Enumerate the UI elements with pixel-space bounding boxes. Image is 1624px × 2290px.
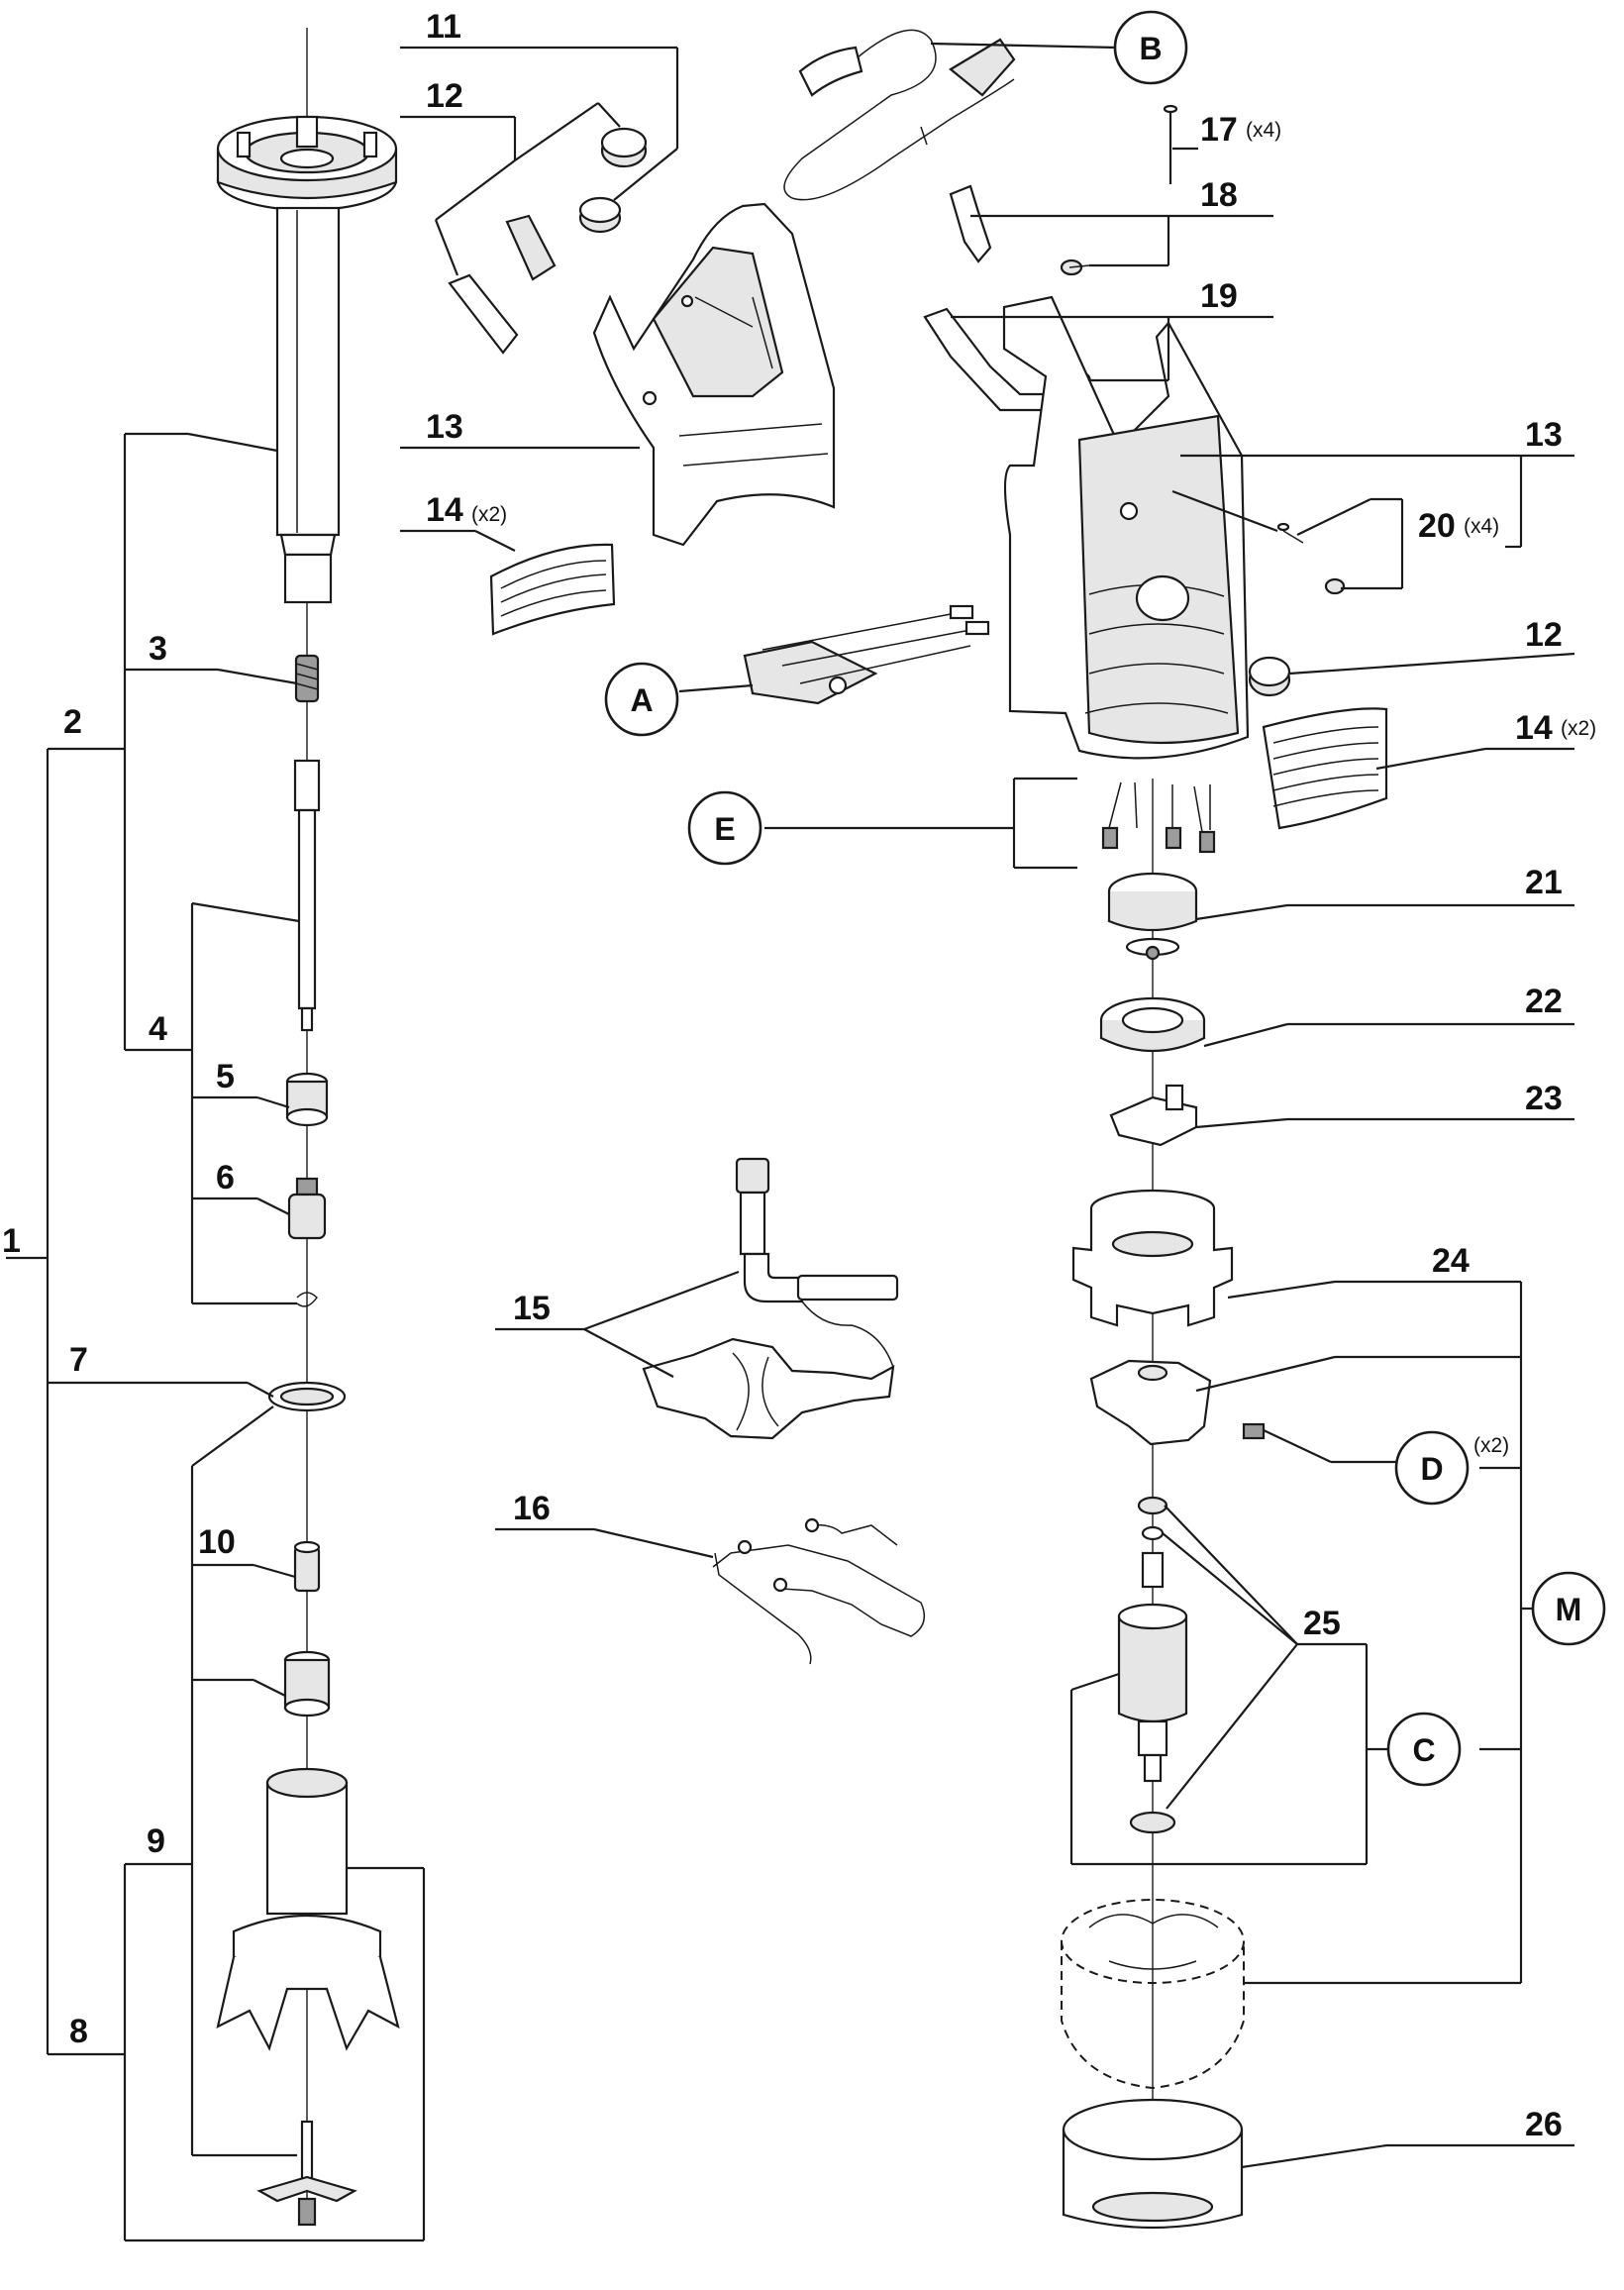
callout-12-right: 12: [1525, 616, 1563, 654]
callout-labels: 1 2 3 4 5 6 7 8 9 10 11 12 13 14 (x2) 15…: [2, 8, 1596, 2143]
part-coupling-5: [285, 1072, 329, 1127]
part-wire-clip-16: [712, 1517, 926, 1665]
callout-5: 5: [216, 1058, 235, 1095]
callout-10: 10: [198, 1523, 236, 1561]
callout-6: 6: [216, 1159, 235, 1197]
callout-14-right: 14: [1515, 709, 1553, 747]
part-shaft-tube: [275, 206, 341, 604]
part-motor-frame-24: [1071, 1189, 1234, 1327]
callout-18: 18: [1200, 176, 1238, 214]
part-cap-12-right: [1248, 656, 1291, 697]
part-handle-housing: [592, 202, 836, 547]
callout-13-left: 13: [426, 408, 463, 446]
callout-2: 2: [63, 703, 82, 741]
part-power-cord-B: [783, 29, 1016, 201]
svg-text:A: A: [630, 682, 653, 718]
part-wires-E: [1101, 781, 1216, 854]
left-leader-lines: [6, 432, 426, 2242]
part-vent-14: [489, 543, 616, 636]
part-shaft-housing-cap: [216, 115, 398, 212]
part-vent-14-right: [1262, 707, 1388, 830]
callout-11: 11: [426, 8, 461, 46]
part-screws-20: [1276, 522, 1346, 595]
callout-1: 1: [2, 1222, 21, 1260]
callout-13-right: 13: [1525, 416, 1563, 454]
part-coupler-10: [293, 1540, 321, 1593]
callout-21: 21: [1525, 864, 1563, 901]
assembly-M-marker: M: [1531, 1571, 1606, 1646]
assembly-A-marker: A: [604, 662, 679, 737]
svg-text:B: B: [1139, 31, 1162, 66]
part-cap-12: [600, 127, 648, 168]
callout-16: 16: [513, 1490, 551, 1527]
callout-4: 4: [149, 1010, 167, 1048]
part-wiring-harness-A: [743, 604, 990, 705]
svg-text:M: M: [1556, 1592, 1582, 1627]
quantity-14-left: (x2): [471, 503, 507, 526]
callout-22: 22: [1525, 983, 1563, 1020]
quantity-20: (x4): [1464, 515, 1499, 538]
part-bearing-ring-22: [1099, 996, 1206, 1052]
quantity-D: (x2): [1473, 1434, 1509, 1457]
callout-8: 8: [69, 2013, 88, 2050]
part-bushing-6: [287, 1177, 327, 1240]
part-armature-25: [1117, 1496, 1188, 1834]
callout-12-left: 12: [426, 77, 463, 115]
callout-17: 17: [1200, 111, 1238, 149]
part-switch-12: [448, 214, 557, 355]
part-drive-shaft: [293, 759, 321, 1032]
part-clip: [296, 1292, 318, 1307]
part-stator-coil: [1061, 1899, 1245, 2090]
part-bracket-23: [1109, 1084, 1198, 1147]
part-blade: [256, 2120, 357, 2227]
callout-7: 7: [69, 1341, 88, 1379]
callout-26: 26: [1525, 2106, 1563, 2143]
part-button-11: [578, 196, 622, 234]
part-brush-holder: [1089, 1359, 1266, 1446]
callout-20: 20: [1418, 507, 1456, 545]
assembly-B-marker: B: [1113, 10, 1188, 85]
callout-25: 25: [1303, 1605, 1341, 1642]
part-end-cap-26: [1062, 2098, 1244, 2230]
part-blade-guard: [216, 1767, 400, 2051]
part-bushing-9: [283, 1650, 331, 1718]
callout-3: 3: [149, 630, 167, 668]
center-right-leader-lines: [400, 42, 1575, 2169]
callout-9: 9: [147, 1822, 165, 1860]
quantity-14-right: (x2): [1561, 717, 1596, 740]
svg-text:E: E: [714, 811, 735, 847]
part-fan-21: [1107, 872, 1198, 961]
part-motor-housing: [1002, 295, 1250, 760]
svg-text:C: C: [1412, 1732, 1435, 1768]
callout-19: 19: [1200, 277, 1238, 315]
callout-15: 15: [513, 1290, 551, 1327]
assembly-markers: A B C D E M: [604, 10, 1606, 1787]
svg-text:D: D: [1420, 1451, 1443, 1487]
assembly-C-marker: C: [1386, 1712, 1462, 1787]
assembly-E-marker: E: [687, 790, 762, 866]
shaft-assembly: [216, 28, 400, 2227]
callout-23: 23: [1525, 1080, 1563, 1117]
quantity-17: (x4): [1246, 119, 1281, 142]
part-switch-lever-18: [949, 184, 1090, 276]
part-screw-17: [1163, 104, 1178, 184]
callout-24: 24: [1432, 1242, 1470, 1280]
part-thermal-protector-15: [642, 1157, 899, 1440]
part-o-ring: [267, 1381, 347, 1412]
assembly-D-marker: D: [1394, 1430, 1470, 1506]
part-spring: [294, 654, 320, 703]
callout-14-left: 14: [426, 491, 463, 529]
